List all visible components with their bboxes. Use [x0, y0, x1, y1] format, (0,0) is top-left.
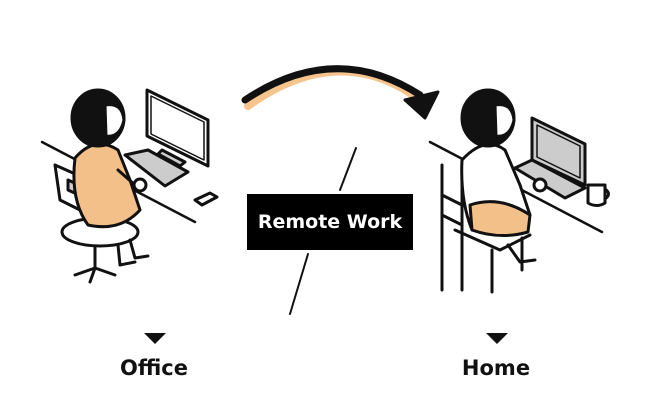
home-worker-illustration — [428, 88, 610, 294]
curved-arrow-icon — [241, 65, 440, 120]
office-worker-illustration — [40, 88, 219, 284]
remote-work-label: Remote Work — [247, 194, 413, 250]
home-label: Home — [461, 356, 531, 380]
home-marker-icon — [486, 333, 508, 344]
office-label: Office — [120, 356, 188, 380]
office-marker-icon — [144, 333, 166, 344]
divider-line — [339, 147, 357, 191]
